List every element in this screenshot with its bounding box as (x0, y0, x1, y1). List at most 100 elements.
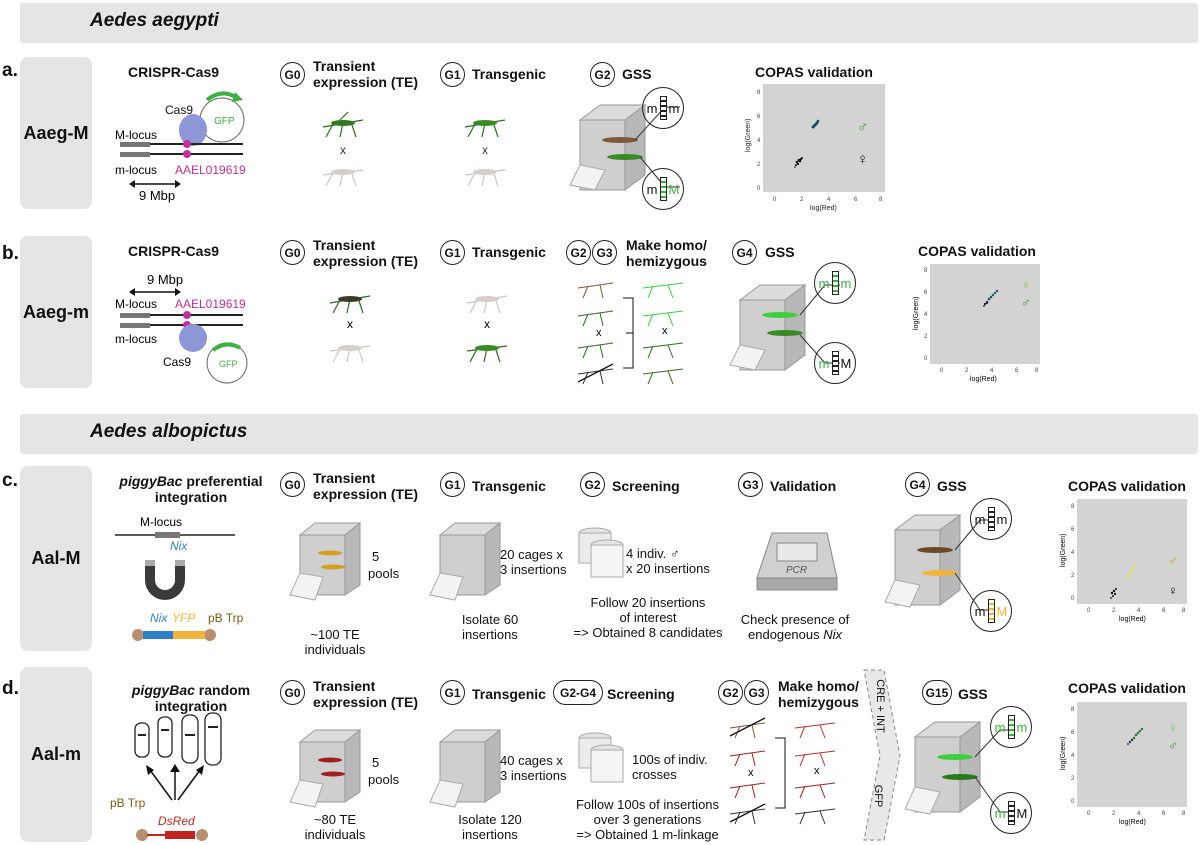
svg-text:8: 8 (879, 197, 883, 203)
step-title-screening-c: Screening (612, 478, 680, 494)
dsred-label-d: DsRed (158, 814, 195, 828)
cage-g0-c (289, 521, 362, 601)
gene-label-b: AAEL019619 (175, 297, 246, 311)
cre-int-arrow-d (863, 669, 901, 841)
svg-text:2: 2 (1112, 811, 1116, 817)
cage-g1-c (429, 521, 502, 601)
svg-text:2: 2 (1071, 573, 1075, 579)
step-title-te-a: Transient expression (TE) (313, 58, 418, 90)
svg-text:x: x (347, 317, 353, 331)
svg-text:2: 2 (924, 334, 928, 340)
gene-label-a: AAEL019619 (175, 163, 246, 177)
svg-text:8: 8 (1035, 368, 1039, 374)
m-locus-upper-a: M-locus (115, 128, 157, 142)
svg-text:6: 6 (1162, 608, 1166, 614)
integration-label-c: integration (154, 489, 228, 505)
row-label-a: Aaeg-M (20, 57, 92, 209)
svg-text:0: 0 (1087, 811, 1091, 817)
svg-text:log(Red): log(Red) (810, 205, 837, 212)
svg-text:4: 4 (924, 312, 928, 318)
step-title-transgenic-a: Transgenic (472, 66, 546, 82)
section-title-albopictus: Aedes albopictus (90, 421, 248, 442)
step-title-te-b: Transient expression (TE) (313, 237, 418, 269)
pools-label-c: pools (368, 566, 400, 581)
gen-badge-g15-d: G15 (922, 680, 952, 705)
make-line1-d: Make homo/ (778, 678, 859, 694)
te-individuals-d: ~80 TE individuals (304, 812, 366, 842)
cages-d: 40 cages x 3 insertions (500, 753, 567, 783)
follow-c: Follow 20 insertions of interest => Obta… (573, 595, 723, 640)
svg-text:4: 4 (1071, 753, 1075, 759)
gen-badge-g1-d: G1 (440, 680, 465, 705)
gen-badge-g2-d: G2 (718, 680, 743, 705)
te-line1-d: Transient (313, 678, 376, 694)
svg-text:8: 8 (1182, 811, 1186, 817)
svg-text:x: x (596, 327, 602, 339)
step-title-transgenic-b: Transgenic (472, 244, 546, 260)
te-line1-c: Transient (313, 470, 376, 486)
svg-text:x: x (340, 143, 346, 157)
svg-text:x: x (482, 143, 488, 157)
mosquito-cross-g0-b: x (329, 295, 371, 363)
gen-badge-g2g4-d: G2-G4 (553, 680, 603, 705)
svg-text:8: 8 (1182, 608, 1186, 614)
svg-text:x: x (814, 765, 820, 777)
gen-badge-g2-a: G2 (590, 62, 615, 87)
gss-cage-d (904, 721, 1015, 815)
svg-text:6: 6 (1071, 527, 1075, 533)
svg-text:x: x (748, 767, 754, 779)
copas-title-c: COPAS validation (1068, 478, 1186, 494)
nix-label-c: Nix (170, 539, 188, 553)
te-line1-b: Transient (313, 237, 376, 253)
gss-cage-b (729, 284, 840, 371)
cas9-label-b: Cas9 (163, 355, 191, 369)
mosquito-cross-g1-a: x (464, 119, 506, 187)
m-locus-lower-a: m-locus (115, 163, 157, 177)
gen-badge-g0-c: G0 (280, 472, 305, 497)
cage-g0-d (289, 728, 362, 808)
svg-text:2: 2 (1071, 776, 1075, 782)
te-line2-c: expression (TE) (313, 486, 419, 502)
m-locus-lower-b: m-locus (115, 332, 157, 346)
cage-g1-d (429, 728, 502, 808)
step-title-transgenic-d: Transgenic (472, 686, 546, 702)
crispr-title-a: CRISPR-Cas9 (128, 64, 220, 80)
gen-badge-g0-a: G0 (280, 62, 305, 87)
female-symbol-c: ♀ (1168, 583, 1178, 598)
svg-text:0: 0 (1087, 608, 1091, 614)
svg-text:6: 6 (924, 290, 928, 296)
cages-c: 20 cages x 3 insertions (500, 547, 567, 577)
gfp-arrow-label-d: GFP (872, 784, 884, 808)
piggybac-label-c: piggyBac (119, 473, 183, 489)
crispr-title-b: CRISPR-Cas9 (128, 243, 220, 259)
row-label-c: Aal-M (20, 466, 92, 651)
nix-label-c2: Nix (150, 611, 168, 625)
section-title-aegypti: Aedes aegypti (90, 10, 219, 31)
mosquito-cross-g1-b: x (466, 295, 508, 363)
copas-title-b: COPAS validation (918, 243, 1036, 259)
female-symbol-b: ♀ (1021, 277, 1031, 292)
construct-title-d: piggyBac random integration (106, 682, 276, 714)
step-title-te-d: Transient expression (TE) (313, 678, 418, 710)
male-symbol-d: ♂ (1168, 738, 1178, 753)
gen-badge-g0-b: G0 (280, 240, 305, 265)
isolate-d: Isolate 120 insertions (458, 812, 522, 842)
svg-text:0: 0 (757, 186, 761, 192)
gen-badge-g3-c: G3 (738, 472, 763, 497)
pbtrp-label-c: pB Trp (208, 611, 244, 625)
step-title-gss-b: GSS (765, 244, 795, 260)
svg-text:2: 2 (800, 197, 804, 203)
pcr-label-c: PCR (786, 565, 807, 576)
svg-text:log(Red): log(Red) (1119, 616, 1146, 623)
crosses-d: 100s of indiv. crosses (632, 752, 708, 782)
gen-badge-g1-b: G1 (440, 240, 465, 265)
svg-text:6: 6 (757, 114, 761, 120)
m-locus-upper-b: M-locus (115, 297, 157, 311)
pcr-machine-c: PCR (756, 532, 838, 591)
